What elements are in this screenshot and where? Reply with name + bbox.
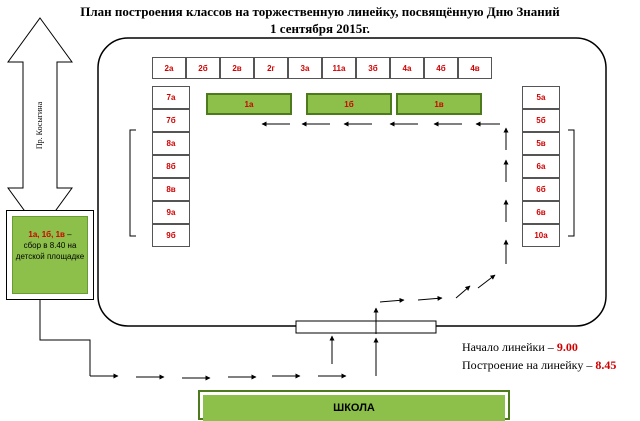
plan-title: План построения классов на торжественную… — [80, 4, 560, 19]
right-column-class: 5б — [522, 109, 560, 132]
left-column-class: 8в — [152, 178, 190, 201]
assembly-note: 1а, 1б, 1в – сбор в 8.40 на детской площ… — [12, 216, 88, 294]
assembly-note-classes: 1а, 1б, 1в — [28, 230, 65, 239]
left-column-class: 9б — [152, 224, 190, 247]
right-column-class: 5в — [522, 132, 560, 155]
top-row-class: 4б — [424, 57, 458, 79]
right-column-class: 5а — [522, 86, 560, 109]
left-column-class: 9а — [152, 201, 190, 224]
top-row-class: 11а — [322, 57, 356, 79]
right-bracket — [568, 129, 575, 237]
route-arrow — [455, 285, 471, 299]
school-label: ШКОЛА — [203, 395, 505, 421]
top-row-class: 3а — [288, 57, 322, 79]
right-column-class: 6б — [522, 178, 560, 201]
assembly-note-dash: – — [64, 230, 72, 239]
top-row-class: 2г — [254, 57, 288, 79]
street-label-wrap: Пр. Косыгина — [4, 70, 76, 180]
route-arrow — [379, 297, 405, 303]
first-grade-class: 1а — [206, 93, 292, 115]
start-time-line: Начало линейки – 9.00 — [462, 340, 578, 355]
lineup-time-line: Построение на линейку – 8.45 — [462, 358, 616, 373]
plan-date: 1 сентября 2015г. — [270, 21, 370, 36]
top-row-class: 2а — [152, 57, 186, 79]
right-column-class: 6а — [522, 155, 560, 178]
top-row-class: 4в — [458, 57, 492, 79]
right-column-class: 6в — [522, 201, 560, 224]
left-column-class: 8б — [152, 155, 190, 178]
school-box: ШКОЛА — [198, 390, 510, 421]
left-bracket — [129, 129, 136, 237]
street-label: Пр. Косыгина — [35, 101, 45, 149]
lineup-time: 8.45 — [595, 358, 617, 372]
first-grade-class: 1в — [396, 93, 482, 115]
route-line — [39, 300, 91, 376]
start-label: Начало линейки – — [462, 340, 557, 354]
lineup-label: Построение на линейку – — [462, 358, 596, 372]
first-grade-class: 1б — [306, 93, 392, 115]
left-column-class: 8а — [152, 132, 190, 155]
left-column-class: 7б — [152, 109, 190, 132]
top-row-class: 4а — [390, 57, 424, 79]
top-row-class: 3б — [356, 57, 390, 79]
route-arrow — [477, 274, 496, 289]
route-arrows — [90, 121, 509, 381]
assembly-note-box: 1а, 1б, 1в – сбор в 8.40 на детской площ… — [6, 210, 94, 300]
route-arrow — [417, 295, 443, 301]
start-time: 9.00 — [556, 340, 578, 354]
left-column-class: 7а — [152, 86, 190, 109]
top-row-class: 2б — [186, 57, 220, 79]
yard-gate — [295, 320, 437, 334]
assembly-note-text: сбор в 8.40 на детской площадке — [15, 241, 85, 261]
top-row-class: 2в — [220, 57, 254, 79]
right-column-class: 10а — [522, 224, 560, 247]
